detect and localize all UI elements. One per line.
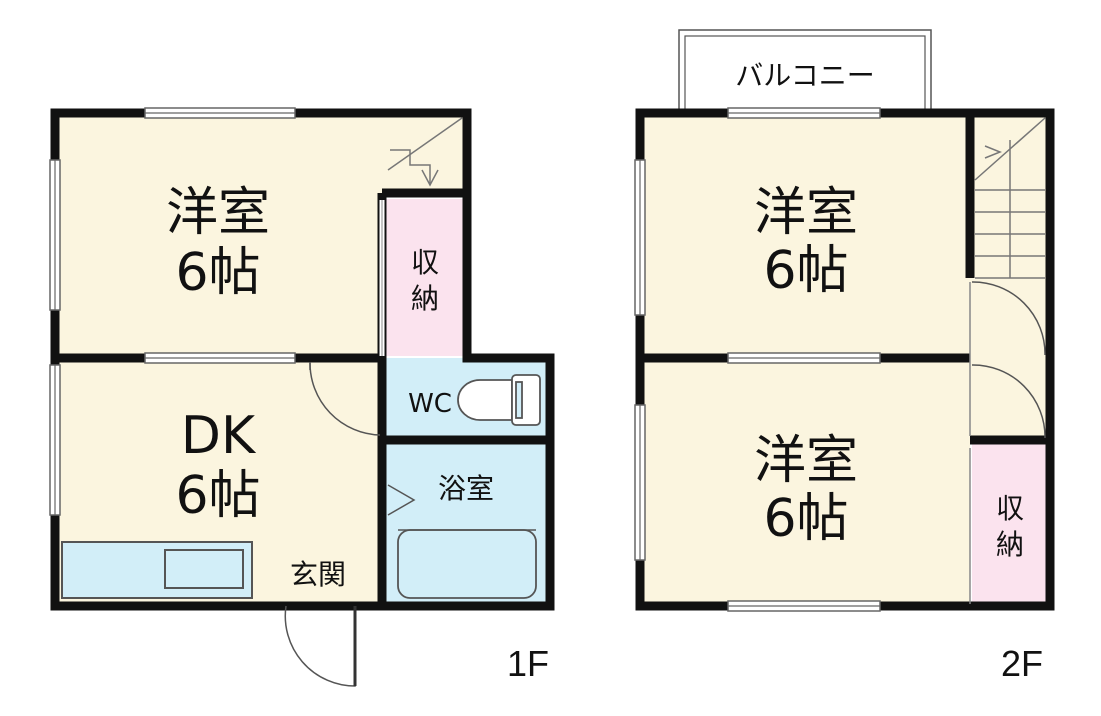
balcony xyxy=(678,29,932,114)
floor-2: バルコニー 洋室 6帖 洋室 6帖 収 納 2F xyxy=(634,29,1055,684)
wc-label: WC xyxy=(408,389,452,419)
stair-area-1f xyxy=(382,113,467,193)
dk-name: DK xyxy=(181,406,257,466)
western-room-2f-top-name: 洋室 xyxy=(754,183,858,243)
window-lines-1f xyxy=(54,112,295,515)
floor-2-label: 2F xyxy=(1001,643,1043,684)
storage-2f-label-2: 納 xyxy=(996,528,1024,561)
toilet-icon xyxy=(457,374,541,426)
stairs-2f xyxy=(974,117,1046,279)
window-lines-2f xyxy=(639,112,880,607)
stairs-1f xyxy=(387,117,463,187)
western-room-1f xyxy=(55,113,382,358)
floor-1-label: 1F xyxy=(507,643,549,684)
doors-2f xyxy=(971,281,1046,439)
storage-2f xyxy=(972,444,1048,604)
storage-1f-label-1: 収 xyxy=(411,246,439,279)
dk-size: 6帖 xyxy=(175,466,260,526)
bathtub-icon xyxy=(397,529,537,599)
western-room-2f-top xyxy=(640,113,970,358)
walls-1f xyxy=(50,108,555,611)
western-room-2f-bottom-name: 洋室 xyxy=(754,431,858,491)
entrance-label: 玄関 xyxy=(290,558,346,591)
storage-1f-label-2: 納 xyxy=(411,282,439,315)
doors-1f xyxy=(284,361,416,687)
balcony-label: バルコニー xyxy=(735,59,874,92)
western-room-2f-top-size: 6帖 xyxy=(763,241,848,301)
bath-label: 浴室 xyxy=(438,472,494,505)
western-room-2f-bottom xyxy=(640,358,970,606)
kitchen-sink xyxy=(164,549,244,589)
storage-1f xyxy=(386,199,464,356)
western-room-2f-bottom-size: 6帖 xyxy=(763,489,848,549)
western-room-1f-size: 6帖 xyxy=(175,243,260,303)
storage-2f-label-1: 収 xyxy=(996,492,1024,525)
western-room-1f-name: 洋室 xyxy=(166,183,270,243)
floor-1: 洋室 6帖 収 納 DK 6帖 WC 浴室 玄関 1F xyxy=(49,107,555,687)
